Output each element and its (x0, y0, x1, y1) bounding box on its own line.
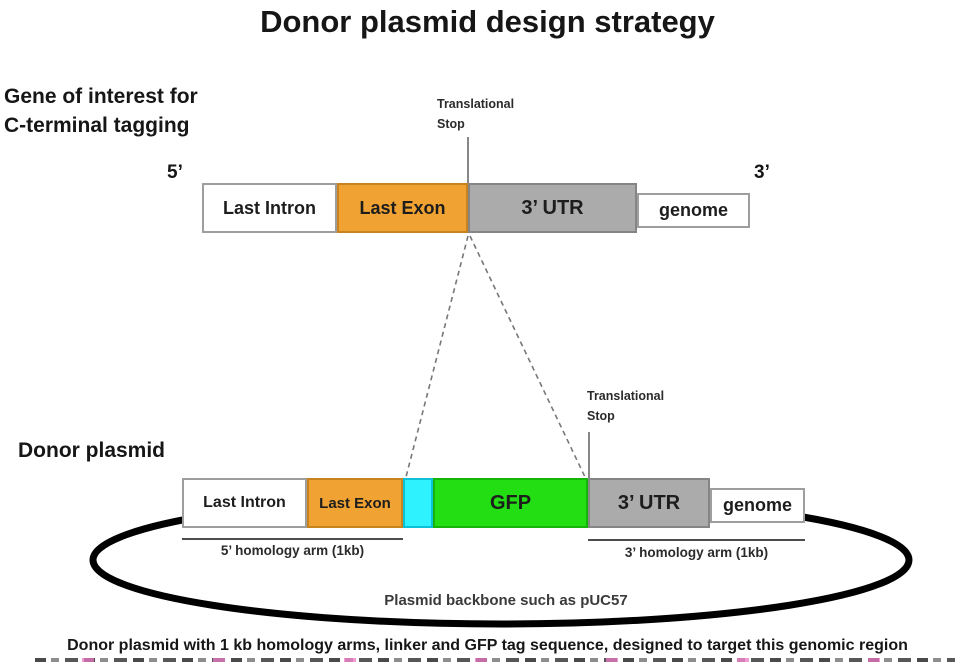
donor-segment-linker (403, 478, 433, 528)
donor-segment-last-intron: Last Intron (182, 478, 307, 528)
insertion-dashed-line-left (405, 235, 469, 478)
donor-segment-three-utr: 3’ UTR (588, 478, 710, 528)
gene-of-interest-heading: Gene of interest for C-terminal tagging (4, 85, 198, 137)
three-homology-arm-label: 3’ homology arm (1kb) (624, 545, 769, 560)
plasmid-backbone-label: Plasmid backbone such as pUC57 (384, 592, 628, 609)
donor-translational-stop-label: Translational Stop (587, 389, 665, 423)
figure-caption: Donor plasmid with 1 kb homology arms, l… (67, 637, 908, 654)
donor-segment-last-exon: Last Exon (307, 478, 403, 528)
top-translational-stop-label: Translational Stop (437, 97, 515, 131)
donor-plasmid-heading: Donor plasmid (18, 439, 166, 462)
donor-segment-genome: genome (710, 488, 805, 523)
top-three-prime-label: 3’ (754, 162, 770, 183)
five-homology-arm-label: 5’ homology arm (1kb) (220, 543, 365, 558)
clipped-text-strip (35, 658, 955, 662)
donor-segment-gfp: GFP (433, 478, 588, 528)
insertion-dashed-line-right (469, 235, 586, 478)
top-segment-genome: genome (637, 193, 750, 228)
top-segment-three-utr: 3’ UTR (468, 183, 637, 233)
top-five-prime-label: 5’ (167, 162, 183, 183)
top-segment-last-exon: Last Exon (337, 183, 468, 233)
page-title: Donor plasmid design strategy (260, 4, 715, 39)
top-segment-last-intron: Last Intron (202, 183, 337, 233)
